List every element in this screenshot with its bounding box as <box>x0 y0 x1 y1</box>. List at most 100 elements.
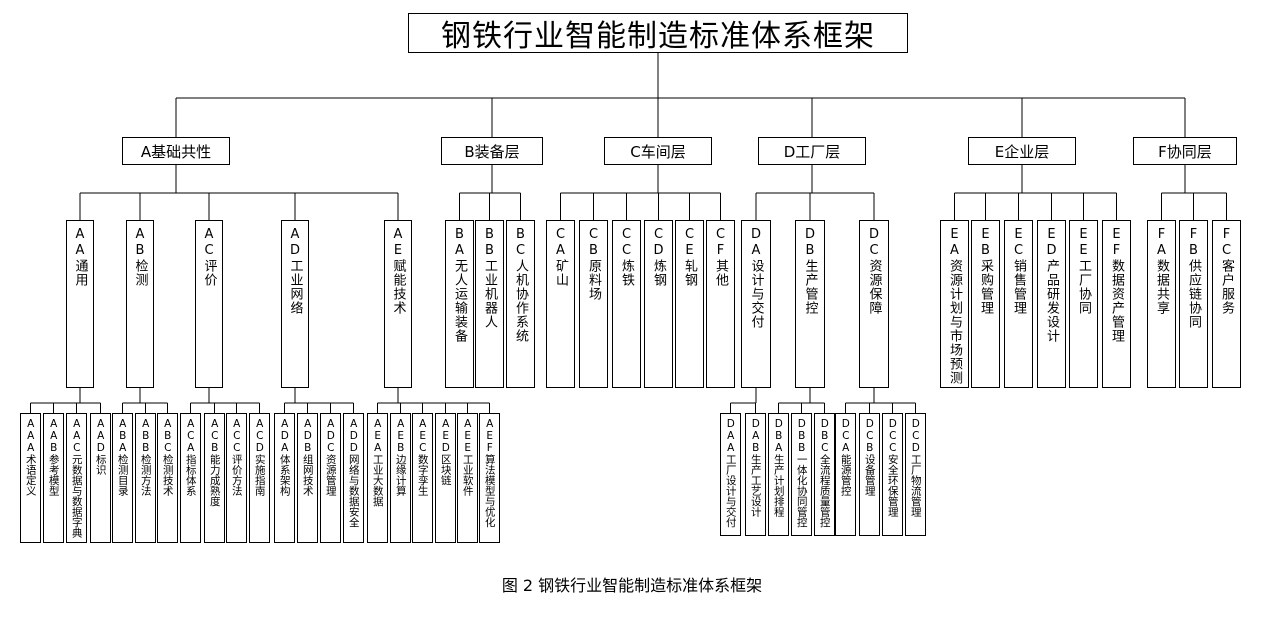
category-box-2-2: CC炼铁 <box>612 220 641 388</box>
group-box-1-label: B装备层 <box>464 142 520 161</box>
group-box-0-label: A基础共性 <box>140 142 212 161</box>
standard-box-0-2-2: ACC评价方法 <box>226 413 247 543</box>
category-box-2-5-label: CF其他 <box>713 227 728 287</box>
standard-box-0-4-4-label: AEE工业软件 <box>461 418 474 496</box>
category-box-0-1: AB检测 <box>126 220 154 388</box>
category-box-0-1-label: AB检测 <box>132 227 148 287</box>
standard-box-0-1-0: ABA检测目录 <box>112 413 133 543</box>
standard-box-0-3-3: ADD网络与数据安全 <box>343 413 364 543</box>
category-box-5-1-label: FB供应链协同 <box>1186 227 1201 329</box>
standard-box-0-3-1-label: ADB组网技术 <box>301 418 314 496</box>
standard-box-0-2-3: ACD实施指南 <box>249 413 270 543</box>
category-box-1-0-label: BA无人运输装备 <box>452 227 467 343</box>
category-box-4-1-label: EB采购管理 <box>978 227 993 315</box>
standard-box-0-0-3: AAD标识 <box>90 413 111 543</box>
group-box-4-label: E企业层 <box>994 142 1050 161</box>
standard-box-3-0-1: DAB生产工艺设计 <box>745 413 766 536</box>
category-box-5-2: FC客户服务 <box>1212 220 1241 388</box>
figure-caption: 图 2 钢铁行业智能制造标准体系框架 <box>501 576 763 595</box>
standard-box-0-4-2-label: AEC数字孪生 <box>416 418 429 496</box>
standard-box-0-0-1-label: AAB参考模型 <box>47 418 60 496</box>
standard-box-0-1-2-label: ABC检测技术 <box>161 418 174 496</box>
category-box-0-4: AE赋能技术 <box>384 220 412 388</box>
category-box-3-2-label: DC资源保障 <box>866 227 882 315</box>
standard-box-3-2-0: DCA能源管控 <box>835 413 856 536</box>
standard-box-0-3-2: ADC资源管理 <box>320 413 341 543</box>
group-box-0: A基础共性 <box>122 137 230 165</box>
standard-box-0-2-1: ACB能力成熟度 <box>204 413 225 543</box>
category-box-0-0-label: AA通用 <box>72 227 88 287</box>
standard-box-3-0-0: DAA工厂设计与交付 <box>720 413 741 536</box>
standard-box-0-3-3-label: ADD网络与数据安全 <box>347 418 360 528</box>
category-box-1-2: BC人机协作系统 <box>506 220 535 388</box>
standard-box-3-2-3: DCD工厂物流管理 <box>905 413 926 536</box>
standard-box-0-4-3-label: AED区块链 <box>439 418 452 486</box>
standard-box-3-1-0-label: DBA生产计划排程 <box>772 418 785 517</box>
standard-box-0-0-2-label: AAC元数据与数据字典 <box>70 418 83 538</box>
group-box-5-label: F协同层 <box>1158 142 1212 161</box>
category-box-2-1: CB原料场 <box>579 220 608 388</box>
group-box-3: D工厂层 <box>758 137 866 165</box>
standard-box-0-2-0: ACA指标体系 <box>180 413 201 543</box>
group-box-2: C车间层 <box>604 137 712 165</box>
standard-box-0-3-1: ADB组网技术 <box>297 413 318 543</box>
standard-box-3-1-2-label: DBC全流程质量管控 <box>818 418 831 528</box>
category-box-3-0: DA设计与交付 <box>741 220 771 388</box>
category-box-2-1-label: CB原料场 <box>586 227 601 301</box>
standard-box-3-2-1: DCB设备管理 <box>859 413 880 536</box>
category-box-0-3-label: AD工业网络 <box>287 227 303 315</box>
category-box-1-2-label: BC人机协作系统 <box>513 227 528 343</box>
standard-box-0-3-0-label: ADA体系架构 <box>278 418 291 496</box>
standard-box-0-4-2: AEC数字孪生 <box>412 413 433 543</box>
standard-box-0-3-0: ADA体系架构 <box>274 413 295 543</box>
standard-box-3-1-0: DBA生产计划排程 <box>768 413 789 536</box>
standard-box-3-0-0-label: DAA工厂设计与交付 <box>724 418 737 528</box>
standard-box-0-4-1: AEB边缘计算 <box>390 413 411 543</box>
category-box-4-0: EA资源计划与市场预测 <box>940 220 969 388</box>
standard-box-3-2-0-label: DCA能源管控 <box>839 418 852 496</box>
standard-box-0-2-2-label: ACC评价方法 <box>230 418 243 496</box>
standard-box-0-0-2: AAC元数据与数据字典 <box>66 413 87 543</box>
category-box-2-3-label: CD炼钢 <box>651 227 666 287</box>
category-box-0-0: AA通用 <box>66 220 94 388</box>
standard-box-0-4-5-label: AEF算法模型与优化 <box>483 418 496 528</box>
category-box-2-3: CD炼钢 <box>644 220 673 388</box>
diagram-title-box: 钢铁行业智能制造标准体系框架 <box>408 13 908 54</box>
standard-box-0-0-1: AAB参考模型 <box>43 413 64 543</box>
standard-box-0-4-0: AEA工业大数据 <box>367 413 388 543</box>
category-box-4-2-label: EC销售管理 <box>1011 227 1026 315</box>
standard-box-0-4-1-label: AEB边缘计算 <box>394 418 407 496</box>
category-box-2-5: CF其他 <box>706 220 735 388</box>
standard-box-0-0-0-label: AAA术语定义 <box>24 418 37 496</box>
standard-box-0-2-0-label: ACA指标体系 <box>184 418 197 496</box>
standard-box-0-1-1: ABB检测方法 <box>135 413 156 543</box>
category-box-1-1-label: BB工业机器人 <box>482 227 497 329</box>
standard-box-0-1-1-label: ABB检测方法 <box>139 418 152 496</box>
standard-box-0-2-3-label: ACD实施指南 <box>253 418 266 496</box>
standard-box-3-0-1-label: DAB生产工艺设计 <box>749 418 762 517</box>
group-box-5: F协同层 <box>1133 137 1237 165</box>
standard-box-0-2-1-label: ACB能力成熟度 <box>208 418 221 507</box>
category-box-4-1: EB采购管理 <box>971 220 1000 388</box>
category-box-4-3: ED产品研发设计 <box>1037 220 1066 388</box>
standard-box-3-2-2: DCC安全环保管理 <box>882 413 903 536</box>
group-box-4: E企业层 <box>968 137 1076 165</box>
category-box-5-0: FA数据共享 <box>1147 220 1176 388</box>
standard-box-0-1-0-label: ABA检测目录 <box>116 418 129 496</box>
category-box-3-1: DB生产管控 <box>795 220 825 388</box>
standard-box-3-1-1: DBB一体化协同管控 <box>791 413 812 536</box>
standard-box-0-3-2-label: ADC资源管理 <box>324 418 337 496</box>
category-box-3-1-label: DB生产管控 <box>802 227 818 315</box>
group-box-3-label: D工厂层 <box>783 142 841 161</box>
category-box-0-3: AD工业网络 <box>281 220 309 388</box>
category-box-5-0-label: FA数据共享 <box>1154 227 1169 315</box>
group-box-2-label: C车间层 <box>630 142 686 161</box>
category-box-0-4-label: AE赋能技术 <box>390 227 406 315</box>
category-box-5-2-label: FC客户服务 <box>1219 227 1234 315</box>
category-box-0-2-label: AC评价 <box>201 227 217 287</box>
group-box-1: B装备层 <box>441 137 543 165</box>
category-box-2-4-label: CE轧钢 <box>682 227 697 287</box>
category-box-1-1: BB工业机器人 <box>475 220 504 388</box>
